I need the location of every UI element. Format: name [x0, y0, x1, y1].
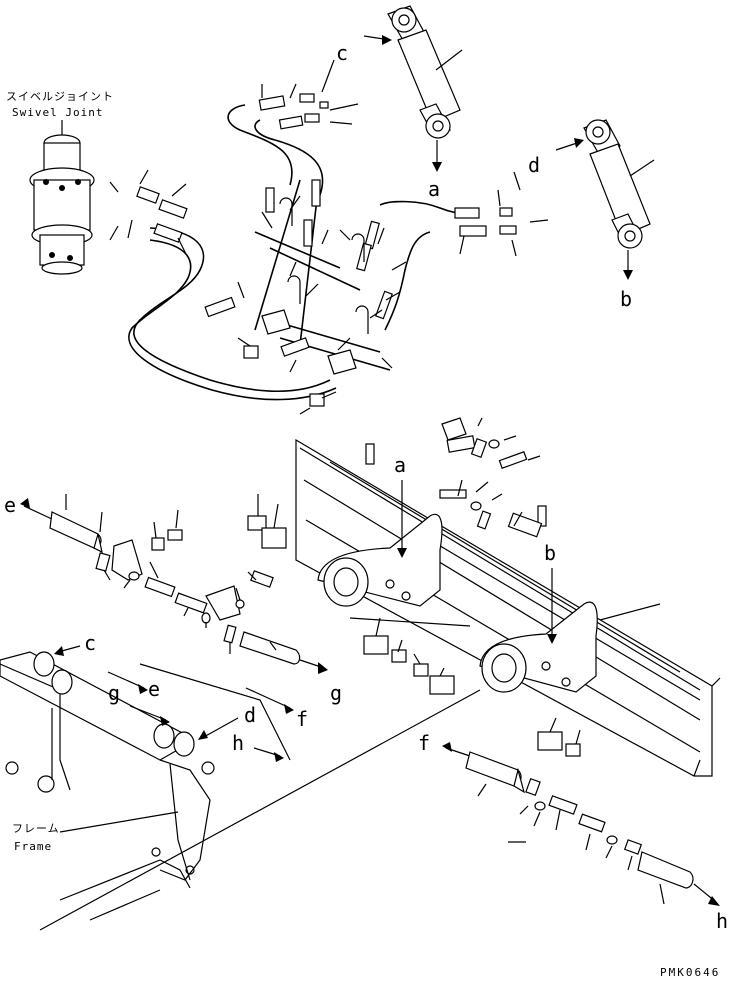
hose-assembly — [128, 93, 517, 407]
swivel-joint: スイベルジョイント Swivel Joint — [6, 90, 114, 275]
top-leaders — [109, 49, 655, 415]
dozer-blade — [295, 438, 721, 777]
callout-h-frame: h — [232, 731, 244, 755]
blade-callouts: a b — [247, 417, 581, 757]
frame-callouts: c e g d f h — [54, 631, 308, 762]
left-parts: e g — [4, 493, 342, 705]
top-callouts: c a d b — [336, 35, 633, 311]
callout-a-top: a — [428, 177, 440, 201]
frame-label-jp: フレーム — [12, 822, 60, 835]
callout-e-frame: e — [148, 677, 160, 701]
callout-c-top: c — [336, 41, 348, 65]
swivel-joint-label-jp: スイベルジョイント — [6, 90, 114, 103]
right-parts: f h — [418, 731, 728, 933]
callout-d-top: d — [528, 153, 540, 177]
blade-lift-cylinder-right — [583, 119, 651, 249]
callout-b-top: b — [620, 287, 632, 311]
callout-g-frame: g — [108, 681, 120, 705]
callout-b-blade: b — [544, 541, 556, 565]
blade-lift-cylinder-left — [387, 5, 461, 139]
callout-c-frame: c — [84, 631, 96, 655]
callout-h-right: h — [716, 909, 728, 933]
callout-d-frame: d — [244, 703, 256, 727]
callout-e-left: e — [4, 493, 16, 517]
hose-fittings — [136, 93, 517, 407]
callout-a-blade: a — [394, 453, 406, 477]
drawing-code: PMK0646 — [660, 966, 720, 979]
callout-g-pin: g — [330, 681, 342, 705]
callout-f-right: f — [418, 731, 430, 755]
frame: フレーム Frame — [0, 651, 481, 931]
callout-f-frame: f — [296, 707, 308, 731]
frame-label-en: Frame — [14, 840, 52, 853]
swivel-joint-label-en: Swivel Joint — [12, 106, 103, 119]
